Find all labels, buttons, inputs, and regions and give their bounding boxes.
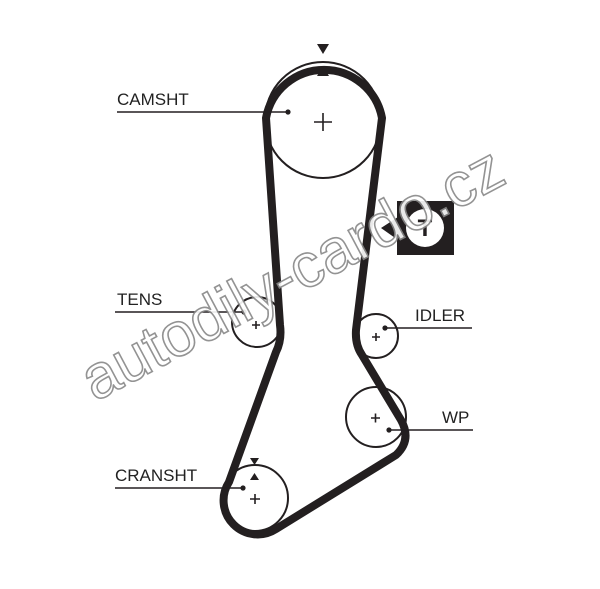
leader-lines	[115, 109, 473, 491]
center-marks	[250, 113, 380, 504]
crankshaft-timing-mark-icon	[250, 458, 259, 480]
tension-badge-icon: T	[381, 201, 454, 255]
label-camshaft: CAMSHT	[117, 90, 189, 109]
label-idler: IDLER	[415, 306, 465, 325]
watermark: autodily-cardo.cz	[69, 133, 515, 414]
svg-text:T: T	[418, 215, 433, 242]
label-water-pump: WP	[442, 408, 469, 427]
camshaft-timing-mark-icon	[317, 44, 329, 76]
label-tensioner: TENS	[117, 290, 162, 309]
label-crankshaft: CRANSHT	[115, 466, 197, 485]
